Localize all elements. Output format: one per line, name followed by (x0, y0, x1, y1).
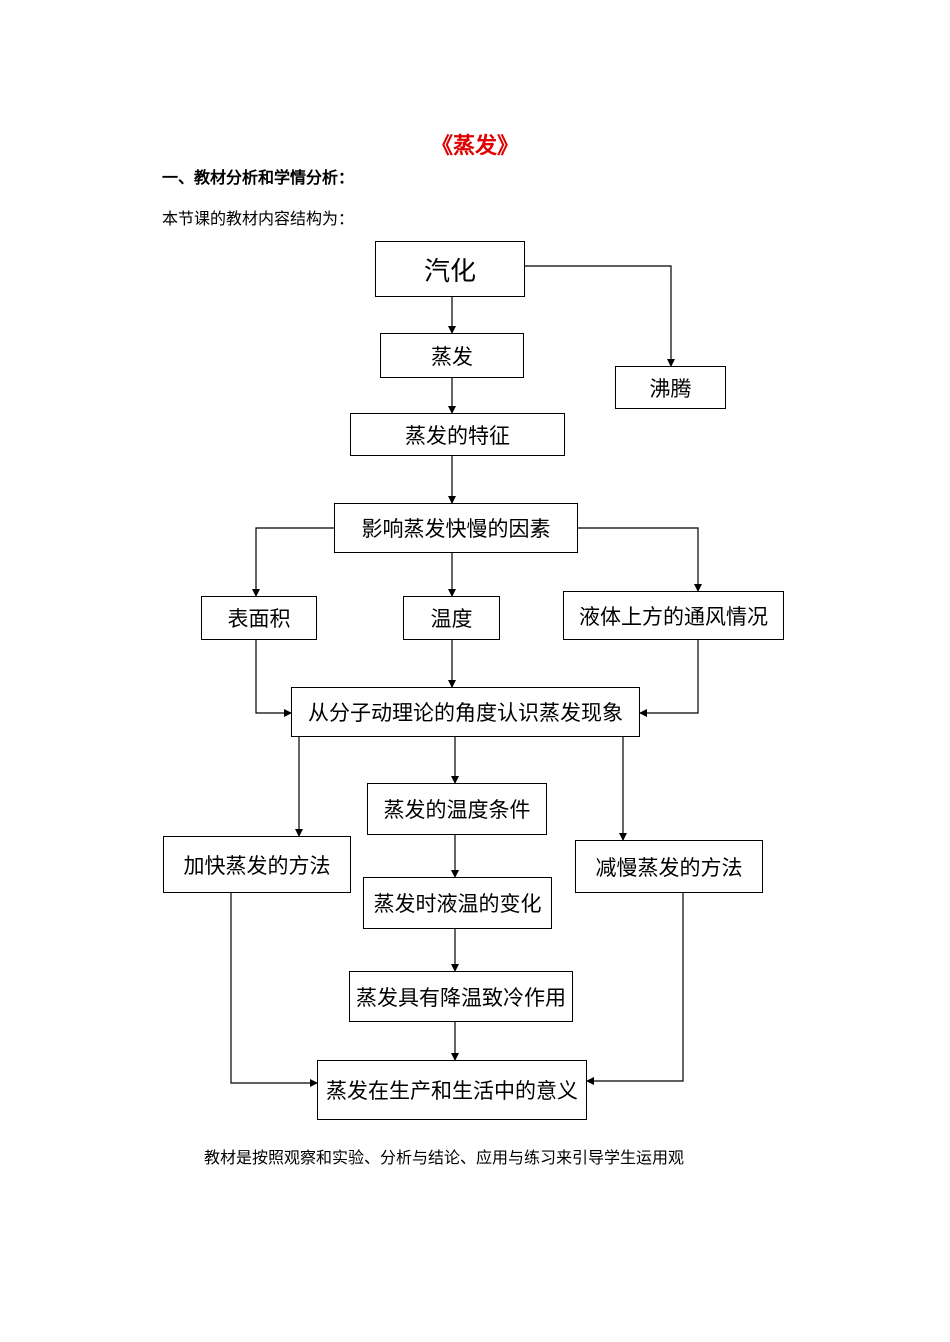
node-liquid-temp-change: 蒸发时液温的变化 (363, 877, 552, 929)
node-boiling: 沸腾 (615, 366, 726, 409)
node-temp-condition: 蒸发的温度条件 (367, 783, 547, 835)
node-speed-up: 加快蒸发的方法 (163, 836, 351, 893)
node-airflow: 液体上方的通风情况 (563, 591, 784, 640)
body-paragraph: 教材是按照观察和实验、分析与结论、应用与练习来引导学生运用观 (204, 1148, 685, 1167)
connector-factors-airflow (578, 527, 702, 592)
connector-factors-surface (252, 527, 334, 597)
intro-text: 本节课的教材内容结构为： (162, 209, 355, 228)
node-significance: 蒸发在生产和生活中的意义 (317, 1060, 587, 1120)
node-temperature: 温度 (403, 596, 500, 640)
node-cooling-effect: 蒸发具有降温致冷作用 (349, 971, 573, 1022)
document-title: 《蒸发》 (430, 133, 519, 159)
connector-airflow-molecular (639, 640, 699, 717)
node-surface-area: 表面积 (201, 596, 317, 640)
connector-slowdown-significance (586, 893, 684, 1085)
node-slow-down: 减慢蒸发的方法 (575, 840, 763, 893)
section-heading: 一、教材分析和学情分析： (162, 168, 355, 187)
connector-surface-molecular (255, 640, 292, 717)
node-evaporation: 蒸发 (380, 333, 524, 378)
node-factors: 影响蒸发快慢的因素 (334, 503, 578, 553)
node-features: 蒸发的特征 (350, 413, 565, 456)
connector-vaporization-boiling (525, 265, 675, 367)
node-molecular-view: 从分子动理论的角度认识蒸发现象 (291, 687, 640, 737)
node-vaporization: 汽化 (375, 241, 525, 297)
connector-speedup-significance (230, 893, 318, 1087)
